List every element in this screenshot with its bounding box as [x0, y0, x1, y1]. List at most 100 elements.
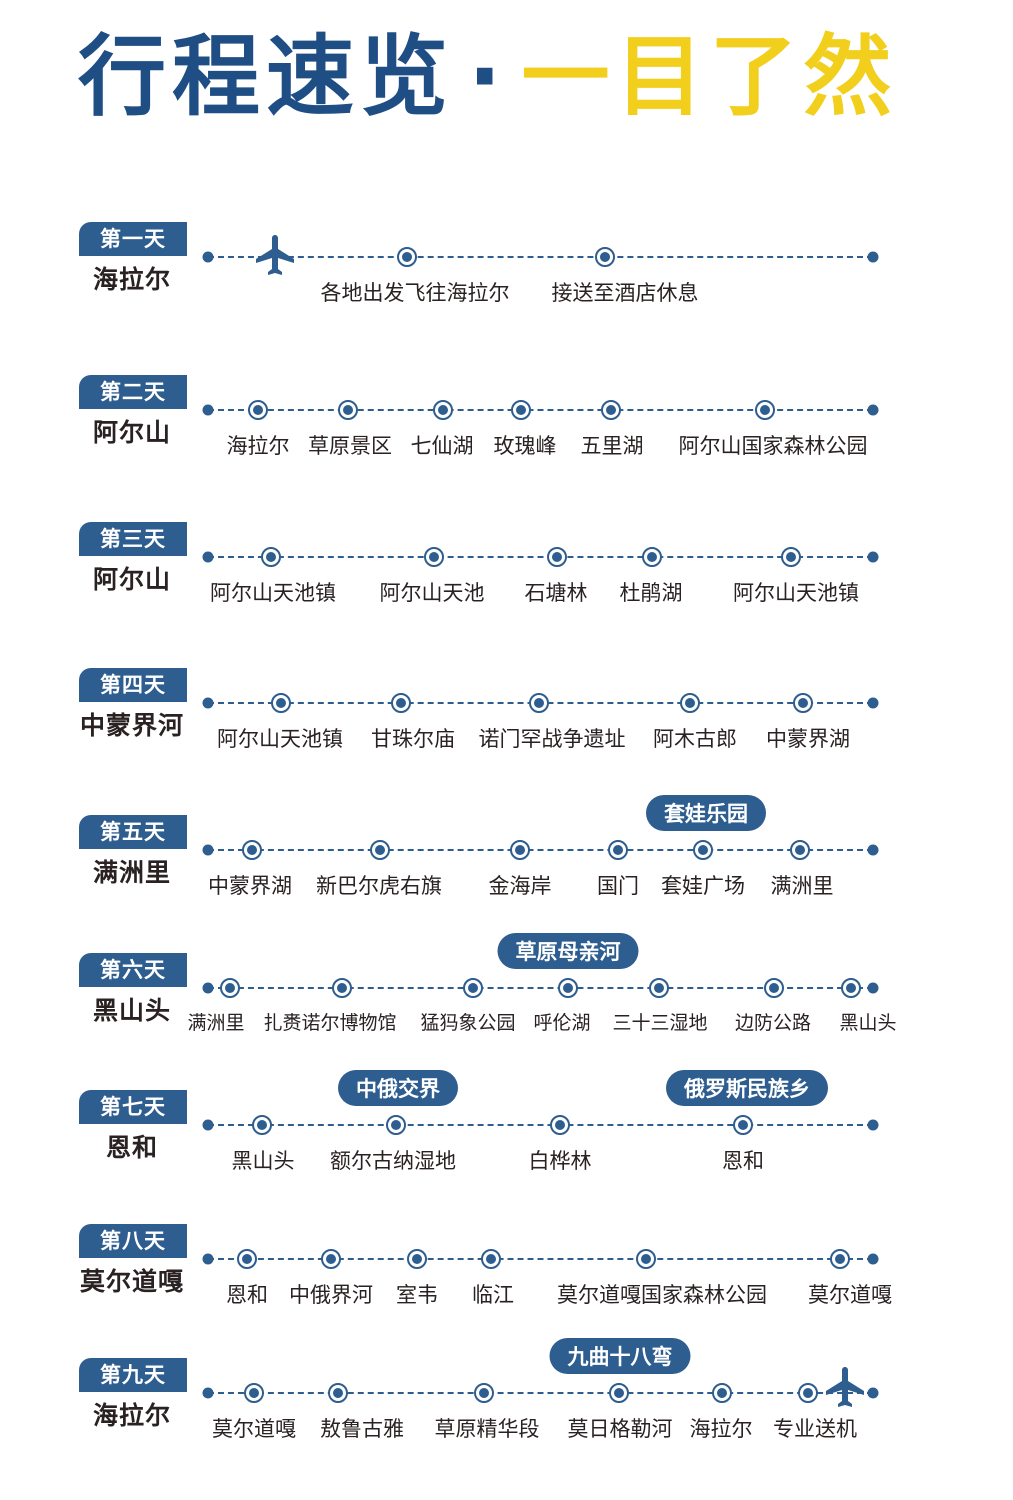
stop-marker: [793, 693, 813, 713]
stop-label: 阿尔山天池镇: [210, 581, 336, 605]
stop-label: 扎赉诺尔博物馆: [263, 1012, 397, 1034]
stop-marker: [609, 1383, 629, 1403]
stop-marker: [511, 400, 531, 420]
stop-marker: [261, 547, 281, 567]
stop-marker: [433, 400, 453, 420]
day-row: 第三天阿尔山阿尔山天池镇阿尔山天池石塘林杜鹃湖阿尔山天池镇: [0, 522, 1013, 632]
stop-marker: [830, 1249, 850, 1269]
stop-label: 阿木古郎: [653, 727, 737, 751]
day-badge: 第二天: [79, 375, 187, 409]
stop-label: 玫瑰峰: [493, 434, 557, 458]
day-row: 第四天中蒙界河阿尔山天池镇甘珠尔庙诺门罕战争遗址阿木古郎中蒙界湖: [0, 668, 1013, 778]
route-line: [208, 1258, 873, 1260]
stop-marker: [481, 1249, 501, 1269]
day-badge: 第九天: [79, 1358, 187, 1392]
stop-label: 临江: [472, 1283, 514, 1307]
route-line: [208, 1124, 873, 1126]
route-line: [208, 556, 873, 558]
route-line: [208, 256, 873, 258]
title-part2: 一目了然: [521, 25, 898, 128]
stop-marker: [242, 840, 262, 860]
stop-label: 中蒙界湖: [766, 727, 850, 751]
stop-label: 杜鹃湖: [619, 581, 683, 605]
route-start-dot: [202, 251, 214, 263]
stop-marker: [510, 840, 530, 860]
stop-label: 国门: [597, 874, 639, 898]
stop-marker: [798, 1383, 818, 1403]
stop-marker: [252, 1115, 272, 1135]
stop-label: 阿尔山天池: [379, 581, 485, 605]
route-end-dot: [867, 1253, 879, 1265]
day-city: 黑山头: [92, 996, 171, 1025]
route-line: [208, 409, 873, 411]
route-start-dot: [202, 404, 214, 416]
day-city: 满洲里: [92, 858, 171, 887]
stop-marker: [601, 400, 621, 420]
stop-label: 石塘林: [524, 581, 588, 605]
day-row: 第七天恩和黑山头额尔古纳湿地白桦林恩和中俄交界俄罗斯民族乡: [0, 1070, 1013, 1200]
stop-label: 接送至酒店休息: [551, 281, 699, 305]
route-end-dot: [867, 697, 879, 709]
stop-marker: [649, 978, 669, 998]
day-city: 中蒙界河: [79, 711, 184, 740]
day-badge: 第三天: [79, 522, 187, 556]
day-row: 第五天满洲里中蒙界湖新巴尔虎右旗金海岸国门套娃广场满洲里套娃乐园: [0, 795, 1013, 925]
stop-label: 满洲里: [187, 1012, 245, 1034]
stop-label: 五里湖: [580, 434, 644, 458]
stop-label: 草原精华段: [434, 1417, 540, 1441]
day-badge: 第七天: [79, 1090, 187, 1124]
stop-label: 莫尔道嘎国家森林公园: [557, 1283, 767, 1307]
stop-marker: [248, 400, 268, 420]
stop-marker: [338, 400, 358, 420]
day-city: 海拉尔: [92, 1401, 171, 1430]
stop-marker: [595, 247, 615, 267]
route-end-dot: [867, 551, 879, 563]
stop-label: 中俄界河: [289, 1283, 373, 1307]
stop-marker: [547, 547, 567, 567]
stop-label: 中蒙界湖: [208, 874, 292, 898]
route-start-dot: [202, 1119, 214, 1131]
stop-label: 套娃广场: [661, 874, 745, 898]
stop-label: 草原景区: [308, 434, 392, 458]
title-part1: 行程速览: [78, 25, 455, 128]
stop-label: 海拉尔: [226, 434, 290, 458]
stop-label: 诺门罕战争遗址: [478, 727, 626, 751]
day-badge: 第四天: [79, 668, 187, 702]
page-title: 行程速览·一目了然: [78, 22, 978, 132]
stop-marker: [608, 840, 628, 860]
route-start-dot: [202, 1387, 214, 1399]
day-badge: 第一天: [79, 222, 187, 256]
stop-marker: [271, 693, 291, 713]
stop-marker: [370, 840, 390, 860]
stop-marker: [328, 1383, 348, 1403]
stop-marker: [764, 978, 784, 998]
stop-marker: [332, 978, 352, 998]
stop-marker: [397, 247, 417, 267]
day-row: 第二天阿尔山海拉尔草原景区七仙湖玫瑰峰五里湖阿尔山国家森林公园: [0, 375, 1013, 485]
day-badge: 第五天: [79, 815, 187, 849]
stop-label: 室韦: [396, 1283, 438, 1307]
stop-label: 恩和: [722, 1149, 764, 1173]
route-start-dot: [202, 697, 214, 709]
stop-marker: [781, 547, 801, 567]
stop-marker: [321, 1249, 341, 1269]
stop-marker: [733, 1115, 753, 1135]
highlight-tag: 草原母亲河: [497, 933, 639, 969]
highlight-tag: 套娃乐园: [646, 795, 766, 831]
highlight-tag: 中俄交界: [338, 1070, 458, 1106]
route-end-dot: [867, 404, 879, 416]
stop-label: 阿尔山天池镇: [217, 727, 343, 751]
day-city: 莫尔道嘎: [79, 1267, 184, 1296]
stop-marker: [386, 1115, 406, 1135]
highlight-tag: 九曲十八弯: [549, 1338, 691, 1374]
stop-marker: [693, 840, 713, 860]
stop-label: 白桦林: [528, 1149, 592, 1173]
stop-label: 新巴尔虎右旗: [316, 874, 442, 898]
stop-label: 阿尔山国家森林公园: [678, 434, 868, 458]
stop-marker: [558, 978, 578, 998]
stop-label: 敖鲁古雅: [320, 1417, 404, 1441]
stop-label: 莫尔道嘎: [808, 1283, 892, 1307]
stop-marker: [841, 978, 861, 998]
stop-label: 七仙湖: [410, 434, 474, 458]
title-separator: ·: [468, 25, 508, 128]
